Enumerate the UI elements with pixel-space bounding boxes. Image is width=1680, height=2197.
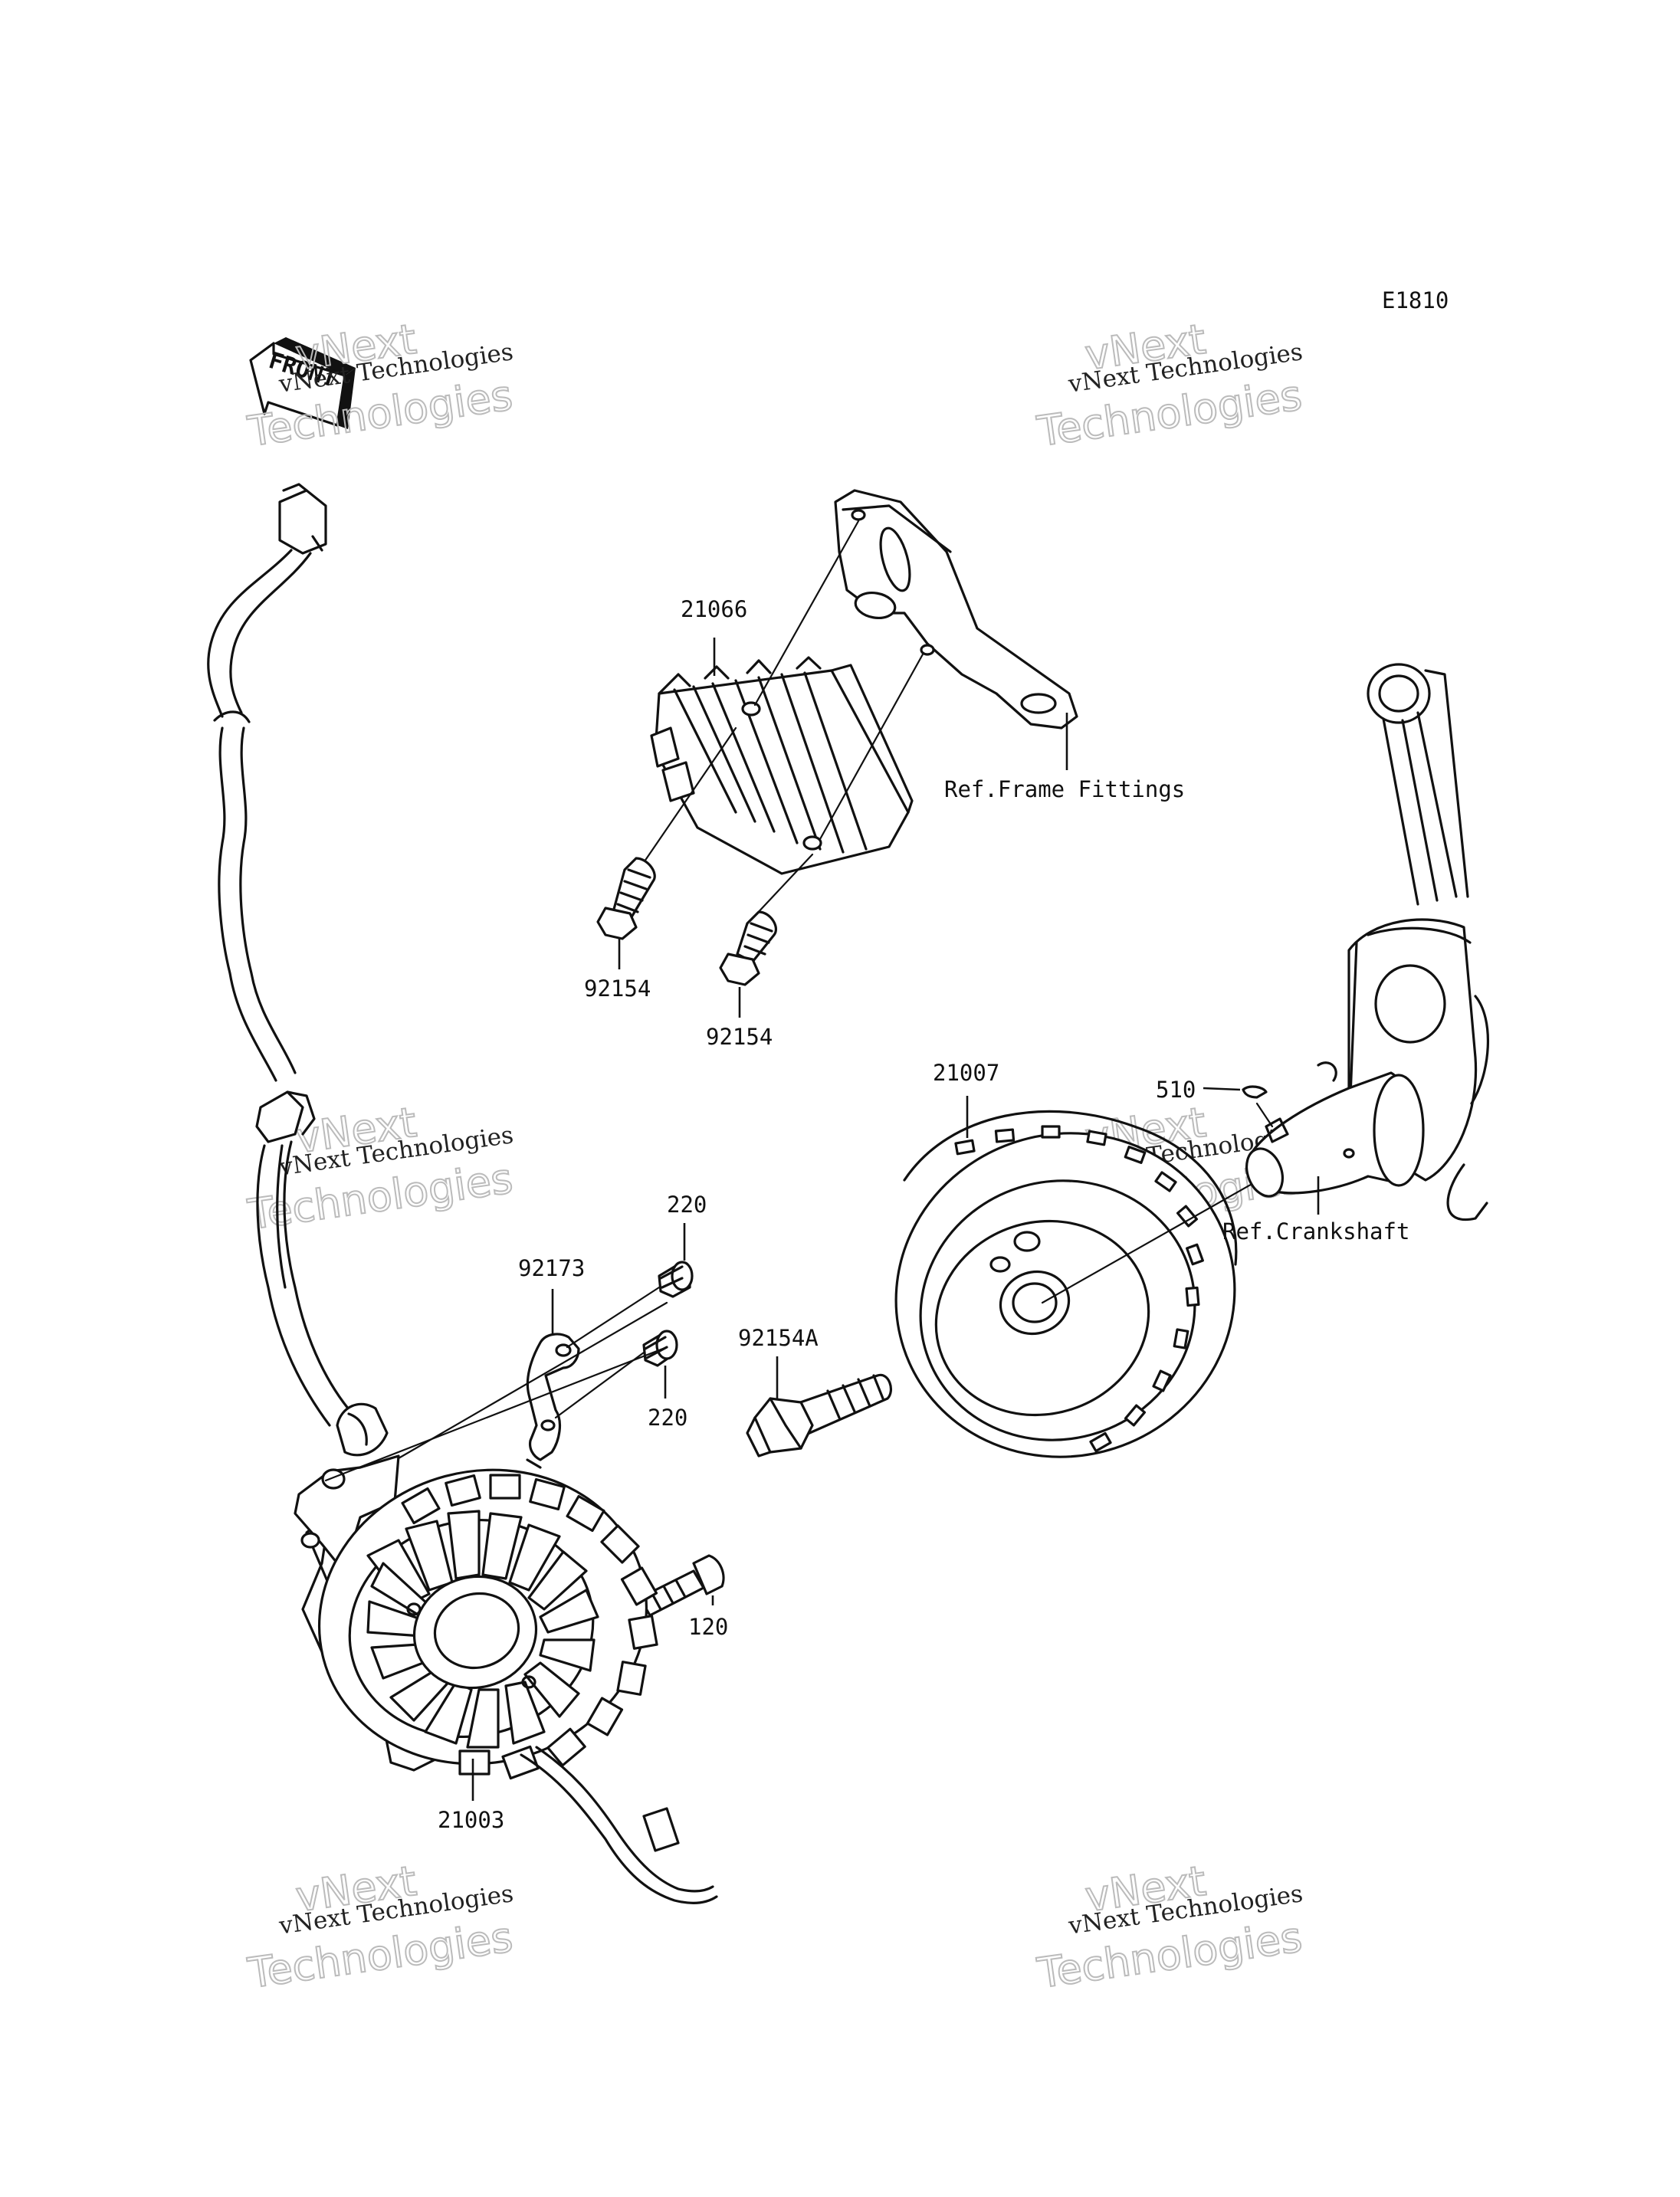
watermark-bottom-right: vNext vNext Technologies Technologies <box>1033 1856 1305 1999</box>
watermark-bottom-left: vNext vNext Technologies Technologies <box>244 1856 516 1999</box>
flywheel-rotor <box>894 1110 1238 1458</box>
bolt-92154-upper-right <box>719 910 777 986</box>
diagram-code: E1810 <box>1382 287 1449 313</box>
label-21007: 21007 <box>933 1060 999 1086</box>
label-92154-left: 92154 <box>584 976 651 1002</box>
label-220-top: 220 <box>667 1192 707 1218</box>
stator-coil <box>294 1454 718 1904</box>
frame-bracket <box>834 489 1078 730</box>
label-92154-right: 92154 <box>706 1024 773 1050</box>
label-92173: 92173 <box>518 1255 585 1281</box>
crankshaft <box>1245 663 1490 1221</box>
wire-clamp <box>526 1333 580 1469</box>
regulator-rectifier <box>650 656 914 875</box>
label-92154a: 92154A <box>738 1325 819 1351</box>
stator-bolt <box>638 1554 725 1617</box>
label-120: 120 <box>688 1614 728 1640</box>
wiring-harness <box>207 483 389 1457</box>
screw-220-bottom <box>642 1330 678 1367</box>
label-21066: 21066 <box>681 596 747 622</box>
flywheel-bolt <box>746 1373 892 1458</box>
watermark-top-left: vNext vNext Technologies Technologies <box>244 314 516 457</box>
screw-220-top <box>658 1261 694 1298</box>
label-frame-fittings: Ref.Frame Fittings <box>944 776 1185 802</box>
label-220-bottom: 220 <box>648 1405 687 1431</box>
watermark-top-right: vNext vNext Technologies Technologies <box>1033 314 1305 457</box>
bolt-92154-upper-left <box>596 857 656 940</box>
woodruff-key <box>1242 1085 1268 1099</box>
label-21003: 21003 <box>438 1807 504 1833</box>
label-crankshaft: Ref.Crankshaft <box>1222 1218 1409 1244</box>
label-510: 510 <box>1156 1077 1196 1103</box>
